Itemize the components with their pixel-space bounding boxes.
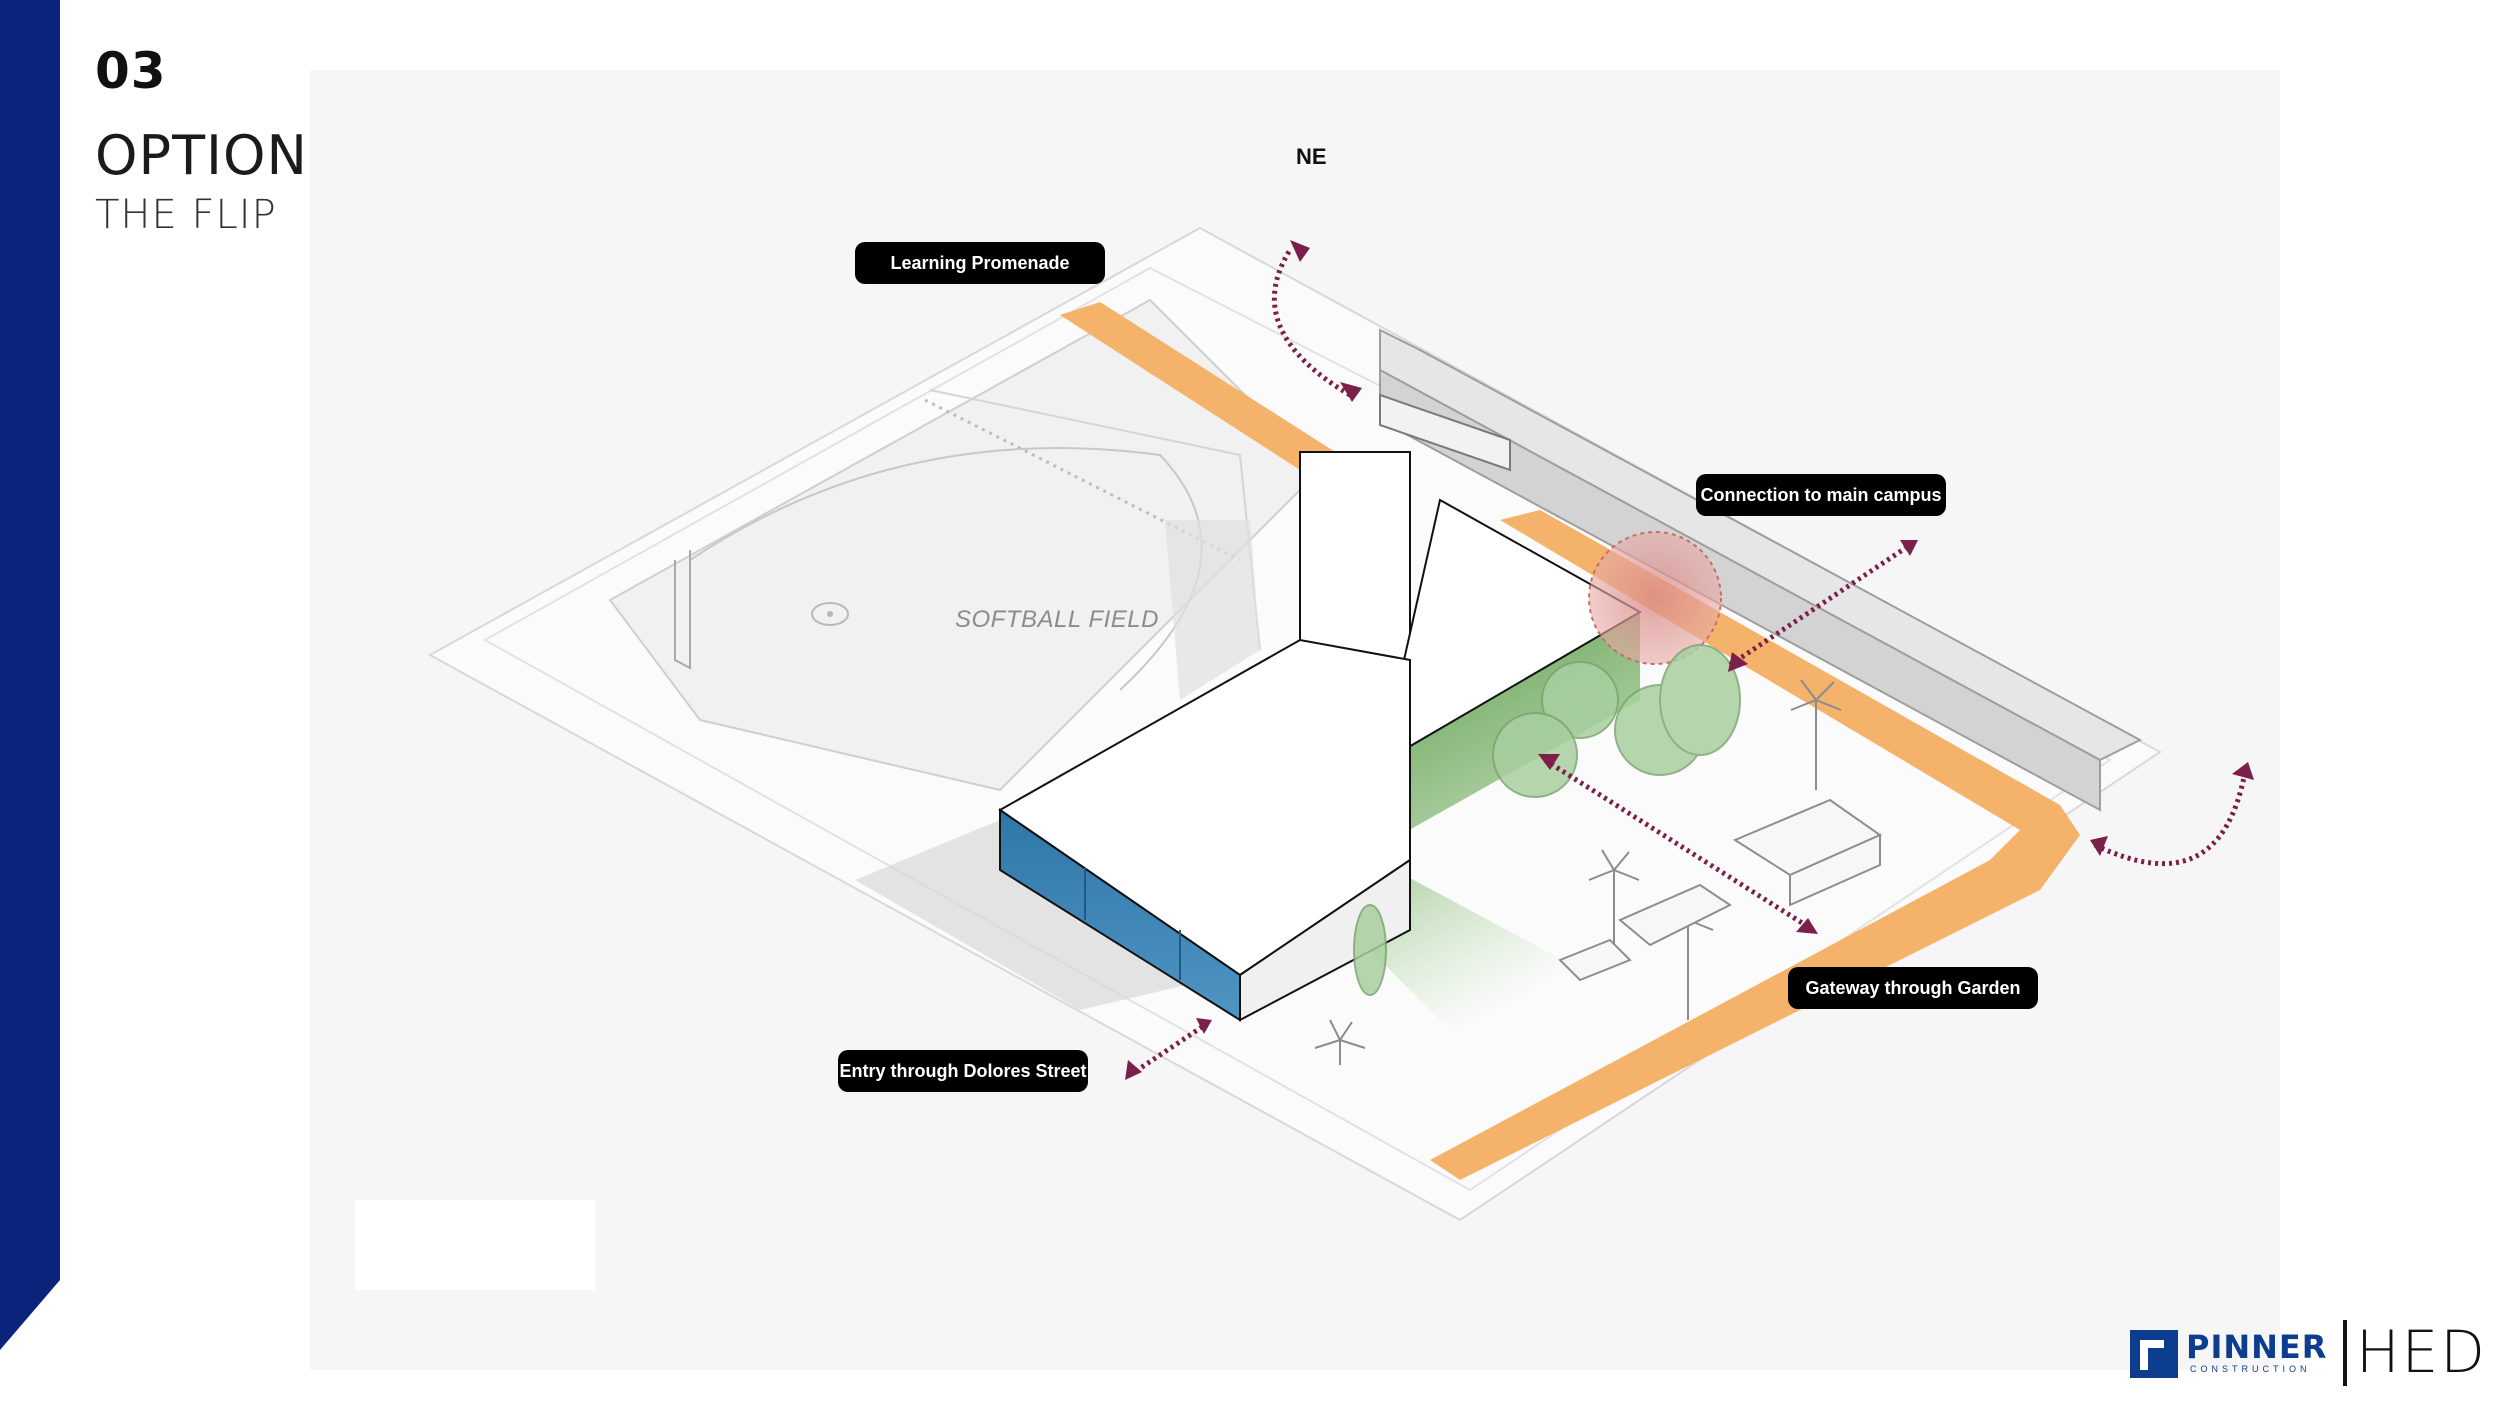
garden-pavilions (1558, 798, 1883, 982)
arrow-heads (1125, 240, 2254, 1080)
circulation-arrows (1128, 248, 2248, 1078)
new-school-building (998, 451, 1643, 1022)
softball-field (608, 298, 1322, 792)
blank-patch (355, 1200, 595, 1290)
pinner-logo: PINNER CONSTRUCTION (2130, 1328, 2340, 1382)
slide-number: 03 (95, 42, 167, 100)
main-campus-building (1379, 328, 2143, 812)
softball-field-label: SOFTBALL FIELD (955, 606, 1159, 633)
garden-trees (1353, 644, 1741, 996)
pinner-sub: CONSTRUCTION (2190, 1364, 2311, 1374)
connection-hotspot (1588, 531, 1722, 665)
pinner-name: PINNER (2186, 1328, 2328, 1366)
arrow-gateway-garden (1543, 757, 1812, 931)
promenade-east (1430, 510, 2080, 1180)
hed-logo: HED (2356, 1318, 2487, 1386)
learning-promenade (1060, 302, 1340, 470)
site-inner-outline (482, 266, 2112, 1192)
arrow-entry-dolores (1128, 1022, 1207, 1078)
callout-gateway-garden: Gateway through Garden (1788, 967, 2038, 1009)
compass-ne-label: NE (1296, 144, 1327, 169)
slide-subtitle: THE FLIP (95, 192, 277, 238)
arrow-connection-main-campus (1728, 542, 1912, 668)
sidebar-bar (0, 0, 60, 1350)
arrow-promenade-north (1271, 248, 1352, 398)
pinner-mark-icon (2130, 1330, 2178, 1378)
logo-divider (2343, 1320, 2347, 1386)
callout-learning-promenade: Learning Promenade (855, 242, 1105, 284)
callout-connection-main-campus: Connection to main campus (1696, 474, 1946, 516)
callout-entry-dolores: Entry through Dolores Street (838, 1050, 1088, 1092)
